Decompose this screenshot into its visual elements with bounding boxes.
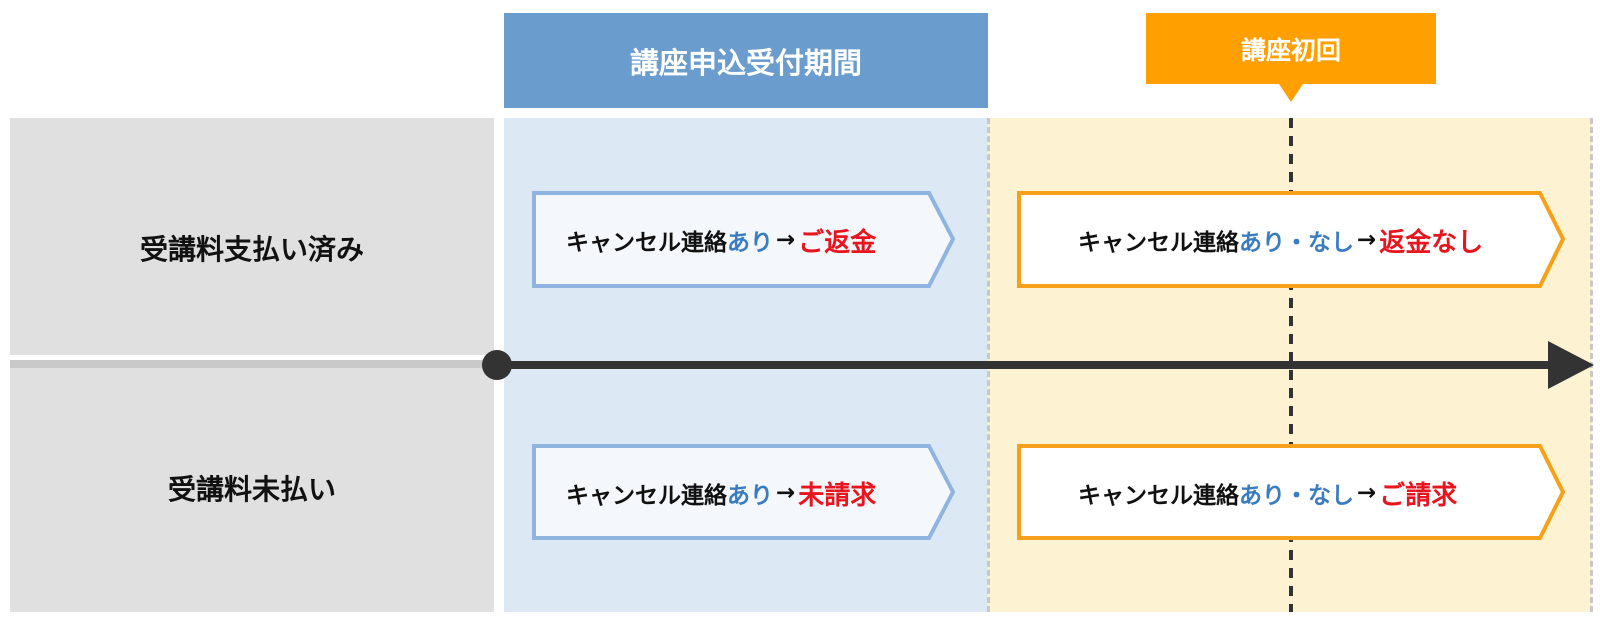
box-unpaid-after: [1017, 444, 1566, 540]
cancel-contact-label: キャンセル連絡: [566, 483, 727, 509]
application-period-header-label: 講座申込受付期間: [629, 45, 862, 80]
condition-label: あり: [727, 230, 773, 256]
cancel-contact-label: キャンセル連絡: [1078, 483, 1239, 509]
row-label-paid: 受講料支払い済み: [139, 233, 364, 266]
application-period-header: 講座申込受付期間: [504, 13, 988, 108]
row-label-unpaid: 受講料未払い: [167, 473, 336, 506]
result-label: ご返金: [798, 227, 877, 258]
label-column-top: [10, 118, 494, 355]
condition-label: あり・なし: [1239, 230, 1354, 256]
first-session-header-label: 講座初回: [1240, 35, 1341, 65]
arrow-glyph: →: [1357, 227, 1377, 253]
cancel-contact-label: キャンセル連絡: [566, 230, 727, 256]
box-paid-after: [1017, 191, 1566, 288]
box-paid-before-text: キャンセル連絡あり→ご返金: [566, 222, 876, 258]
timeline-start-dot: [482, 350, 512, 380]
box-paid-after-text: キャンセル連絡あり・なし→返金なし: [1078, 222, 1483, 258]
label-column-bottom: [10, 367, 494, 612]
cancel-contact-label: キャンセル連絡: [1078, 230, 1239, 256]
timeline-arrowhead: [1548, 341, 1594, 389]
label-divider: [10, 360, 494, 368]
box-unpaid-before: [532, 444, 956, 540]
box-paid-before: [532, 191, 956, 288]
first-session-header: 講座初回: [1146, 13, 1436, 84]
condition-label: あり: [727, 483, 773, 509]
result-label: 返金なし: [1379, 227, 1484, 258]
arrow-glyph: →: [1357, 480, 1377, 506]
result-label: ご請求: [1379, 480, 1458, 511]
arrow-glyph: →: [776, 227, 796, 253]
condition-label: あり・なし: [1239, 483, 1354, 509]
box-unpaid-before-text: キャンセル連絡あり→未請求: [566, 475, 876, 511]
box-unpaid-after-text: キャンセル連絡あり・なし→ご請求: [1078, 475, 1457, 511]
result-label: 未請求: [798, 480, 877, 511]
first-session-pointer: [1279, 84, 1303, 102]
arrow-glyph: →: [776, 480, 796, 506]
